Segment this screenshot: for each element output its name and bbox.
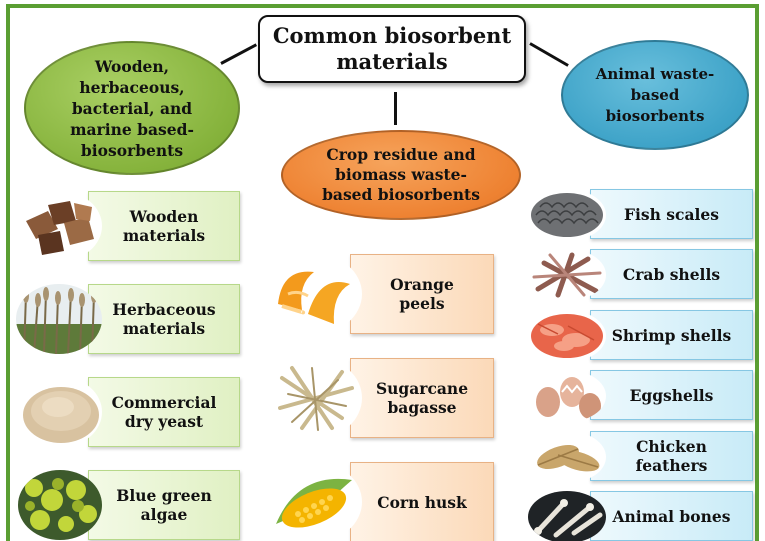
reeds-icon bbox=[16, 284, 102, 354]
bones-icon bbox=[528, 491, 606, 541]
item-chicken-feathers: Chicken feathers bbox=[590, 431, 753, 481]
item-wooden-materials: Wooden materials bbox=[88, 191, 240, 261]
item-orange-peels: Orange peels bbox=[350, 254, 494, 334]
feathers-icon bbox=[528, 431, 606, 483]
item-blue-green-algae: Blue green algae bbox=[88, 470, 240, 540]
item-herbaceous-materials: Herbaceous materials bbox=[88, 284, 240, 354]
item-corn-husk: Corn husk bbox=[350, 462, 494, 541]
wood-chips-icon bbox=[18, 191, 102, 261]
fish-scales-icon bbox=[528, 189, 606, 241]
shrimp-icon bbox=[528, 310, 606, 362]
connector-middle bbox=[394, 92, 397, 125]
diagram-title: Common biosorbent materials bbox=[258, 15, 526, 83]
category-animal-waste: Animal waste- based biosorbents bbox=[561, 40, 749, 150]
eggshells-icon bbox=[528, 370, 606, 422]
bagasse-icon bbox=[272, 358, 362, 438]
item-commercial-dry-yeast: Commercial dry yeast bbox=[88, 377, 240, 447]
item-sugarcane-bagasse: Sugarcane bagasse bbox=[350, 358, 494, 438]
orange-peel-icon bbox=[268, 254, 362, 334]
yeast-powder-icon bbox=[20, 377, 102, 447]
item-animal-bones: Animal bones bbox=[590, 491, 753, 541]
item-crab-shells: Crab shells bbox=[590, 249, 753, 299]
item-shrimp-shells: Shrimp shells bbox=[590, 310, 753, 360]
algae-icon bbox=[18, 470, 102, 540]
corn-icon bbox=[268, 462, 362, 541]
category-crop-residue: Crop residue and biomass waste- based bi… bbox=[281, 130, 521, 220]
item-eggshells: Eggshells bbox=[590, 370, 753, 420]
category-wooden-herbaceous: Wooden, herbaceous, bacterial, and marin… bbox=[24, 41, 240, 175]
item-fish-scales: Fish scales bbox=[590, 189, 753, 239]
crab-shells-icon bbox=[528, 249, 606, 301]
